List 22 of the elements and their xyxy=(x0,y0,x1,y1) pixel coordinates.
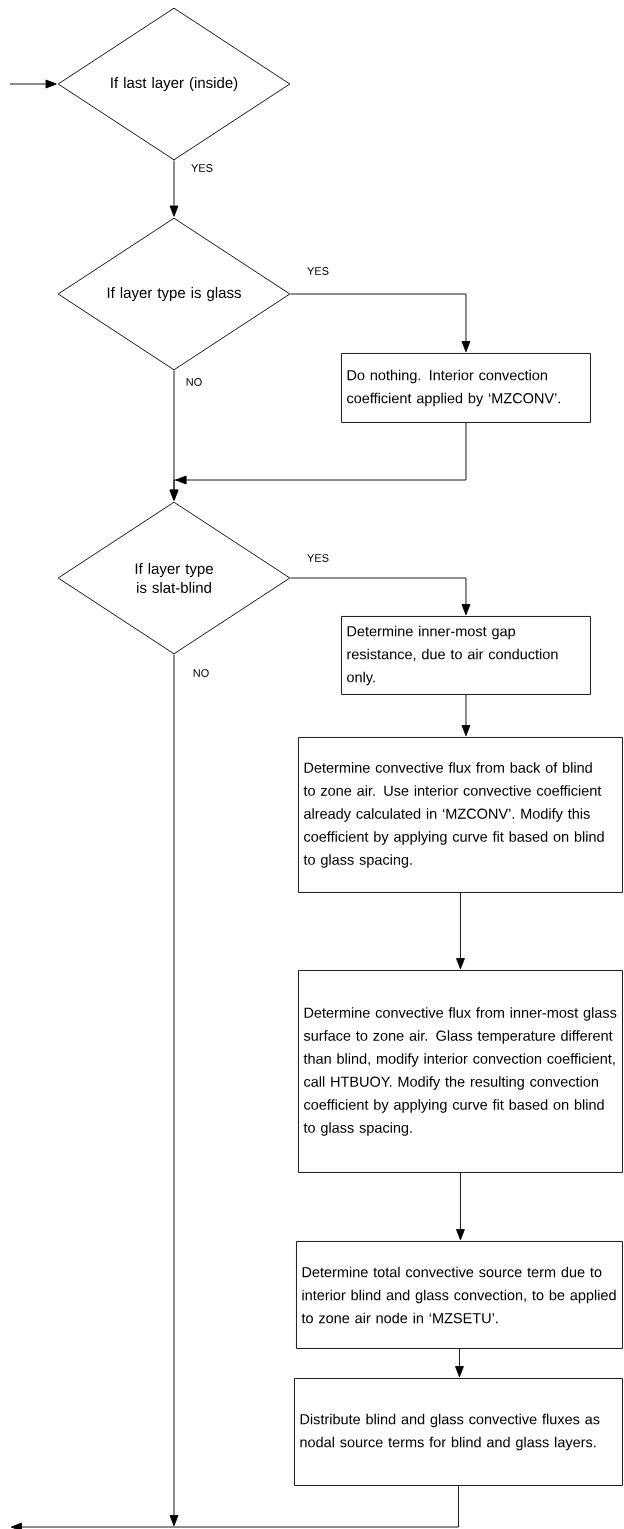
arrow xyxy=(169,422,467,501)
arrow xyxy=(9,79,57,89)
arrow xyxy=(290,293,471,353)
edge-label: YES xyxy=(306,553,330,563)
edge-label: NO xyxy=(191,668,211,678)
arrow xyxy=(461,694,471,737)
arrow xyxy=(290,577,471,616)
process-box: Determine total convective source term due to interior blind and glass convection, to be applied to zone air node in ‘MZSETU’. xyxy=(296,1241,623,1349)
edge-label: NO xyxy=(184,377,204,387)
arrow xyxy=(455,1348,464,1378)
edge-label: YES xyxy=(190,163,214,173)
arrow xyxy=(169,654,179,1527)
arrow xyxy=(456,892,465,970)
process-box: Do nothing. Interior convection coefficient applied by ‘MZCONV’. xyxy=(341,353,591,423)
process-box: Distribute blind and glass convective fluxes as nodal source terms for blind and glass layers. xyxy=(294,1378,623,1486)
process-box: Determine convective flux from inner-most glass surface to zone air. Glass temperature different than blind, modify interior convection coefficient, call HTBUOY. Modify the resulting convection coefficient by applying curve fit based on blind to glass spacing. xyxy=(298,970,623,1173)
arrow xyxy=(456,1172,465,1241)
edge-label: YES xyxy=(306,266,330,276)
arrow xyxy=(169,160,179,217)
process-box: Determine inner-most gap resistance, due to air conduction only. xyxy=(341,616,591,695)
process-box: Determine convective flux from back of blind to zone air. Use interior convective coefficient already calculated in ‘MZCONV’. Modify this coefficient by applying curve fit based on blind to glass spacing. xyxy=(298,737,623,893)
arrow xyxy=(10,1485,459,1529)
